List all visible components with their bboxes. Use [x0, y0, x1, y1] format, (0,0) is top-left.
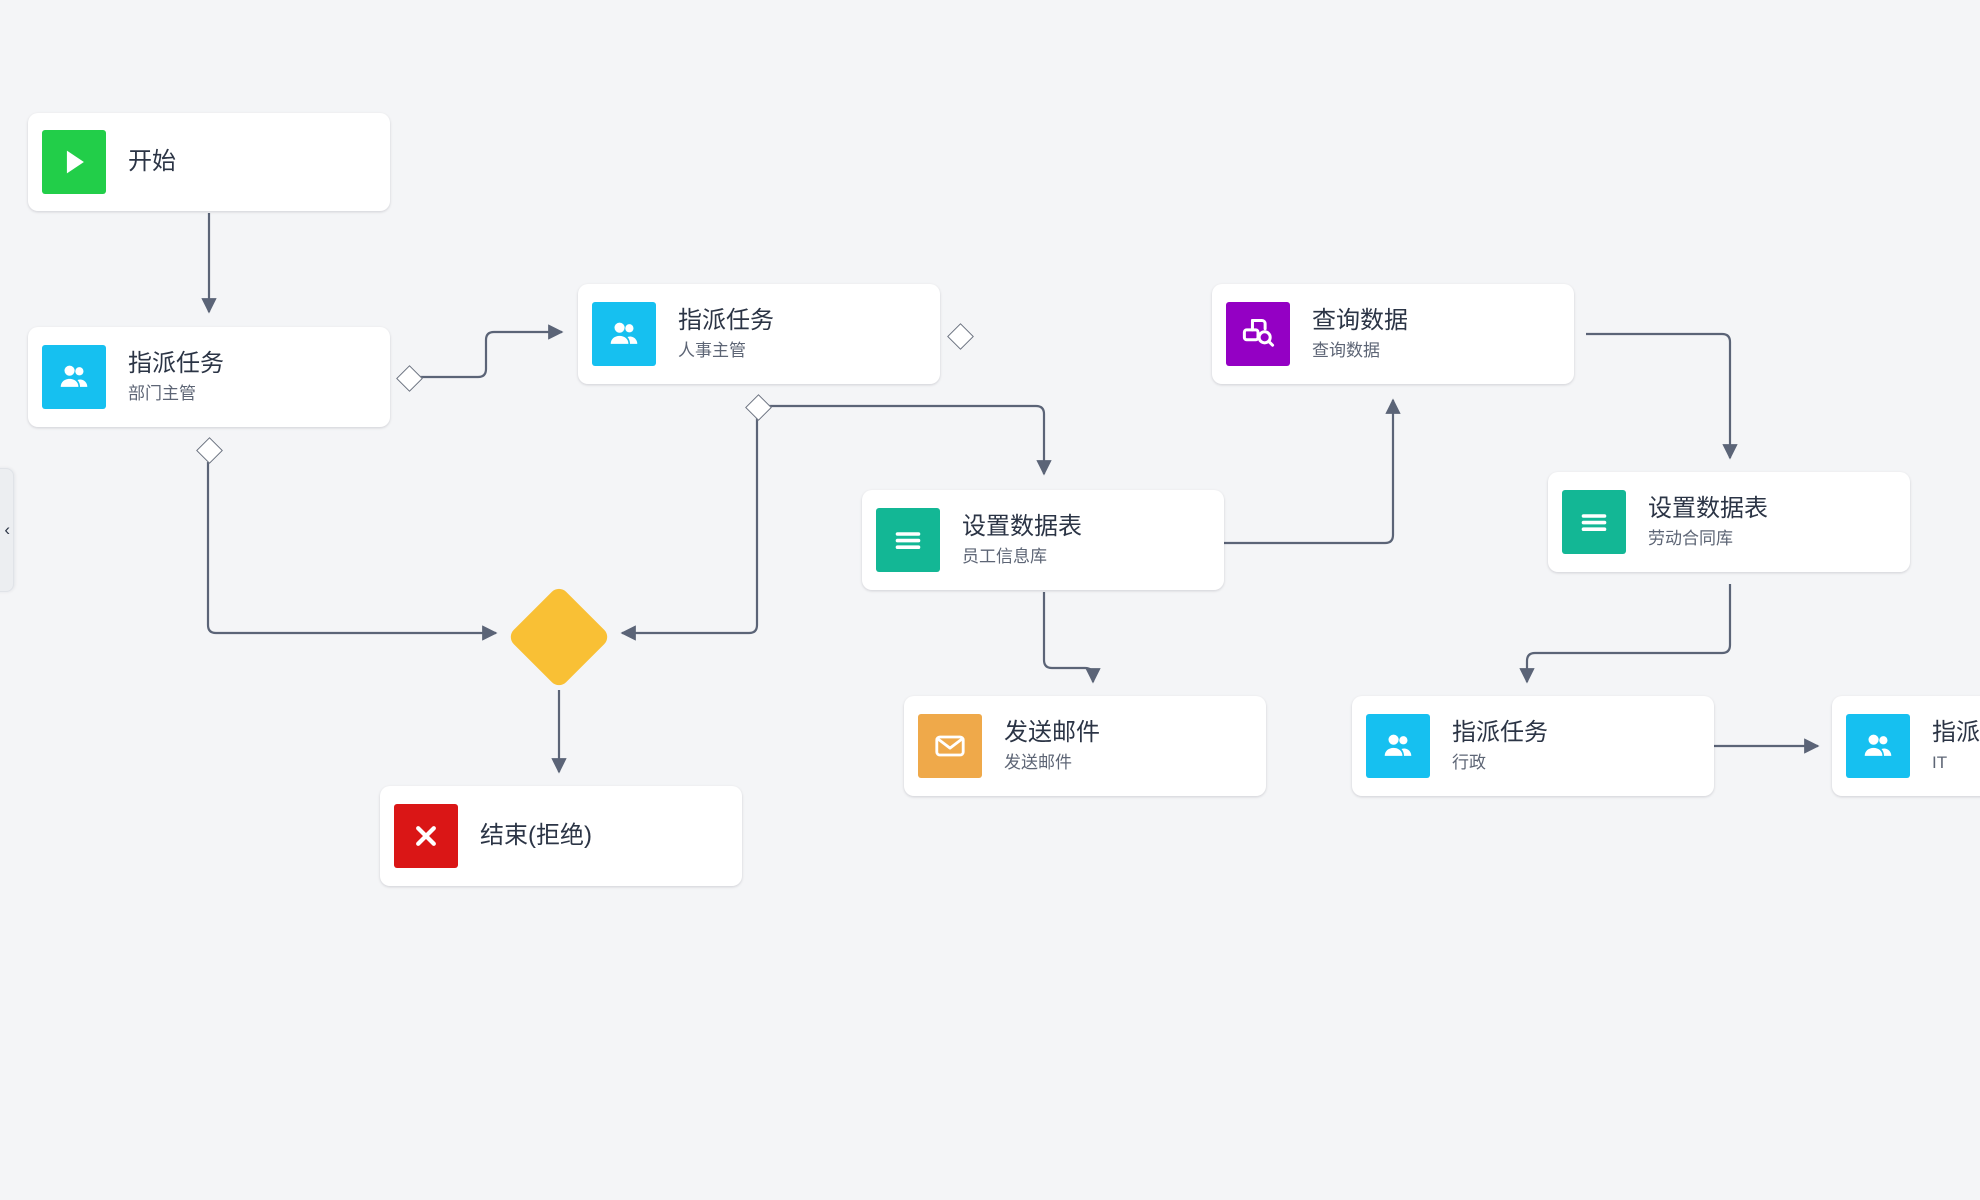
edge-assign-dept-to-decision: [206, 462, 498, 641]
node-title: 查询数据: [1312, 306, 1408, 334]
node-labels: 结束(拒绝): [480, 821, 592, 850]
node-title: 指派任务: [128, 349, 224, 377]
node-labels: 设置数据表 劳动合同库: [1648, 494, 1768, 550]
assign-task-icon: [42, 345, 106, 409]
node-labels: 指派任务 行政: [1452, 718, 1548, 774]
node-subtitle: IT: [1932, 753, 1948, 773]
chevron-left-icon: ‹: [4, 520, 10, 539]
node-subtitle: 部门主管: [128, 384, 196, 404]
node-title: 开始: [128, 148, 176, 176]
edge-query-data-to-table-contract: [1586, 332, 1738, 460]
node-labels: 开始: [128, 147, 176, 176]
node-title: 设置数据表: [962, 512, 1082, 540]
node-subtitle: 查询数据: [1312, 341, 1380, 361]
node-start[interactable]: 开始: [28, 113, 390, 211]
node-assign-task-admin[interactable]: 指派任务 行政: [1352, 696, 1714, 796]
query-data-icon: [1226, 302, 1290, 366]
assign-task-icon: [1846, 714, 1910, 778]
node-data-table-employee[interactable]: 设置数据表 员工信息库: [862, 490, 1224, 590]
node-title: 指派: [1932, 718, 1980, 746]
edge-table-employee-to-send-mail: [1042, 592, 1101, 684]
data-table-icon: [1562, 490, 1626, 554]
close-icon: [394, 804, 458, 868]
node-title: 指派任务: [1452, 718, 1548, 746]
node-subtitle: 员工信息库: [962, 547, 1047, 567]
node-send-mail[interactable]: 发送邮件 发送邮件: [904, 696, 1266, 796]
node-subtitle: 行政: [1452, 753, 1486, 773]
mail-icon: [918, 714, 982, 778]
edge-table-employee-to-query-data: [1224, 398, 1401, 545]
assign-task-icon: [592, 302, 656, 366]
data-table-icon: [876, 508, 940, 572]
edge-table-contract-to-assign-admin: [1519, 584, 1732, 684]
node-assign-task-dept[interactable]: 指派任务 部门主管: [28, 327, 390, 427]
sidebar-collapse-handle[interactable]: ‹: [0, 468, 14, 592]
edge-assign-hr-to-table-employee: [769, 404, 1052, 476]
node-assign-task-it[interactable]: 指派 IT: [1832, 696, 1980, 796]
node-title: 发送邮件: [1004, 718, 1100, 746]
edge-assign-dept-to-assign-hr: [420, 324, 564, 379]
node-title: 结束(拒绝): [480, 822, 592, 850]
node-subtitle: 劳动合同库: [1648, 529, 1733, 549]
node-subtitle: 人事主管: [678, 341, 746, 361]
node-labels: 指派 IT: [1932, 718, 1980, 774]
assign-task-icon: [1366, 714, 1430, 778]
node-assign-task-hr[interactable]: 指派任务 人事主管: [578, 284, 940, 384]
play-icon: [42, 130, 106, 194]
node-end-reject[interactable]: 结束(拒绝): [380, 786, 742, 886]
node-query-data[interactable]: 查询数据 查询数据: [1212, 284, 1574, 384]
edge-assign-hr-to-decision: [620, 418, 759, 641]
node-labels: 指派任务 人事主管: [678, 306, 774, 362]
node-subtitle: 发送邮件: [1004, 753, 1072, 773]
node-labels: 发送邮件 发送邮件: [1004, 718, 1100, 774]
node-title: 指派任务: [678, 306, 774, 334]
node-title: 设置数据表: [1648, 494, 1768, 522]
node-data-table-contract[interactable]: 设置数据表 劳动合同库: [1548, 472, 1910, 572]
node-labels: 查询数据 查询数据: [1312, 306, 1408, 362]
node-labels: 指派任务 部门主管: [128, 349, 224, 405]
node-labels: 设置数据表 员工信息库: [962, 512, 1082, 568]
